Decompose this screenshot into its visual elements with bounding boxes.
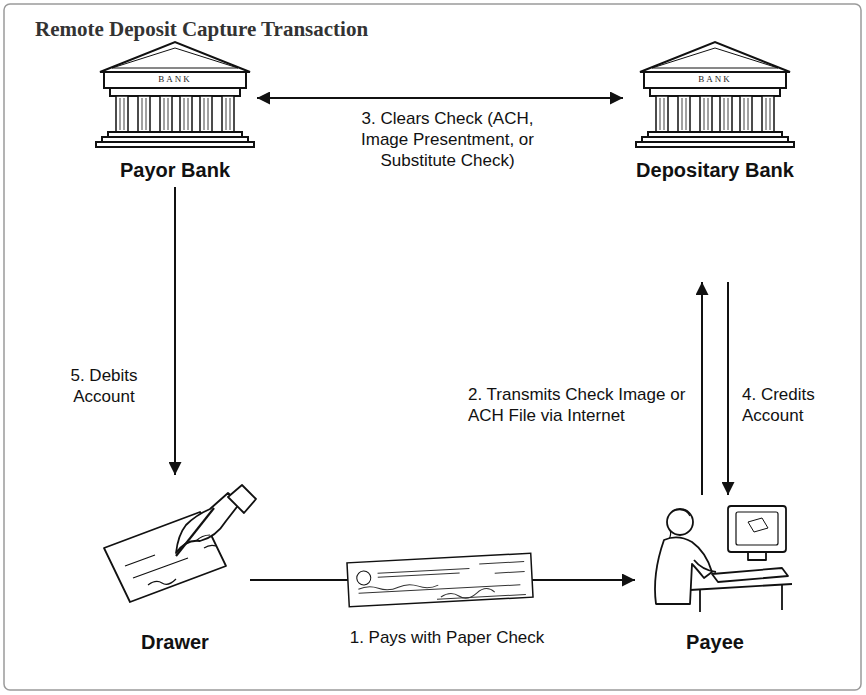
frame-border [4, 4, 861, 690]
flow-arrow [174, 187, 176, 475]
bank-icon [96, 42, 254, 147]
step-label: 2. Transmits Check Image or ACH File via… [468, 384, 694, 426]
step-label: 4. Credits Account [742, 384, 834, 426]
bank-icon [636, 42, 794, 147]
payee-node: Payee [640, 500, 790, 654]
drawer-node: Drawer [100, 480, 250, 654]
node-name: Depositary Bank [636, 158, 794, 182]
step-label: 5. Debits Account [58, 365, 150, 407]
diagram-title: Remote Deposit Capture Transaction [35, 17, 368, 42]
node-name: Drawer [141, 630, 209, 654]
step-label: 1. Pays with Paper Check [317, 627, 577, 648]
flow-arrow [257, 97, 623, 99]
flow-arrow [727, 282, 729, 495]
bank-node: Payor Bank [95, 40, 255, 182]
pediment-label: BANK [685, 74, 745, 84]
step-label: 3. Clears Check (ACH, Image Presentment,… [340, 108, 555, 171]
paper-check-icon [347, 553, 533, 607]
node-name: Payee [686, 630, 744, 654]
writing-hand-icon [104, 485, 256, 602]
bank-node: Depositary Bank [625, 40, 805, 182]
pediment-label: BANK [145, 74, 205, 84]
computer-user-icon [655, 506, 792, 612]
flow-arrow [701, 282, 703, 495]
node-name: Payor Bank [120, 158, 230, 182]
